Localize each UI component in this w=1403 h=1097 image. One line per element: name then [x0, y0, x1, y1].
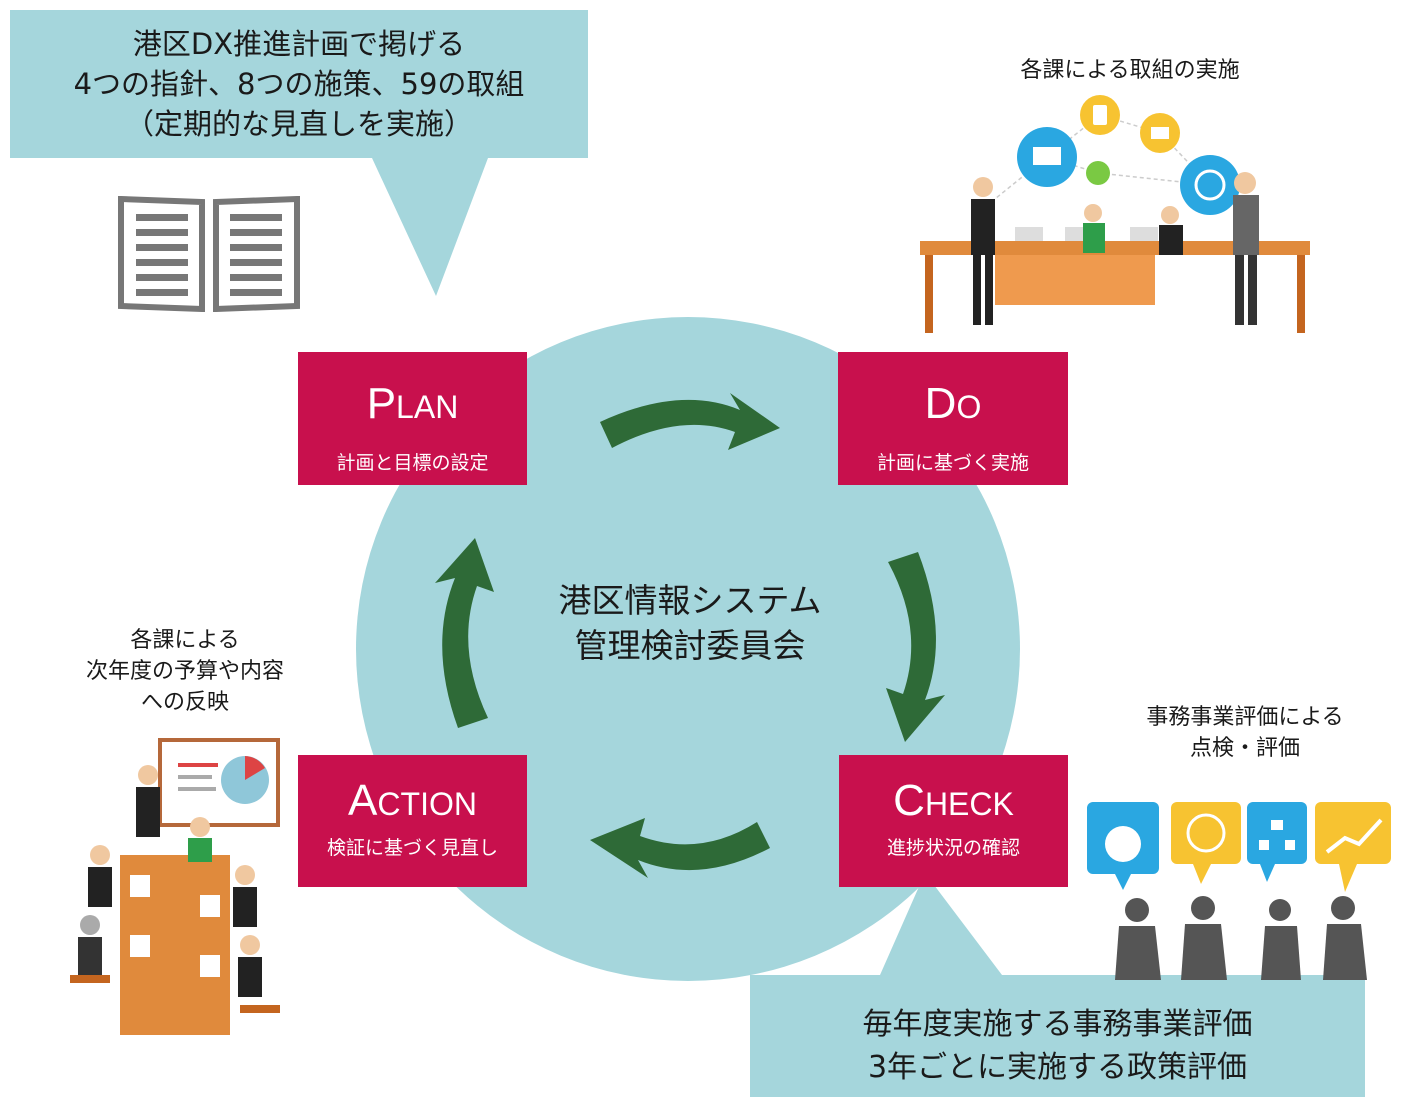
do-label: 各課による取組の実施	[1020, 58, 1240, 83]
office-meeting-illustration	[920, 95, 1310, 333]
discussion-illustration	[1087, 802, 1391, 980]
action-label: 各課による 次年度の予算や内容 への反映	[85, 628, 284, 715]
center-title: 港区情報システム 管理検討委員会	[558, 581, 822, 665]
action-box: ACTION 検証に基づく見直し	[298, 755, 527, 887]
arrow-plan-to-do	[600, 393, 780, 450]
action-heading: ACTION	[348, 776, 477, 825]
check-label: 事務事業評価による 点検・評価	[1146, 705, 1344, 761]
do-heading: DO	[924, 379, 982, 428]
plan-subtitle: 計画と目標の設定	[336, 452, 489, 474]
arrow-check-to-action	[590, 818, 770, 878]
arrow-do-to-check	[886, 552, 945, 742]
check-box: CHECK 進捗状況の確認	[839, 755, 1068, 887]
check-heading: CHECK	[893, 776, 1014, 825]
plan-box: PLAN 計画と目標の設定	[298, 352, 527, 485]
growth-chart-icon	[1315, 802, 1391, 892]
globe-icon	[1171, 802, 1241, 884]
presentation-meeting-illustration	[70, 738, 280, 1035]
arrow-action-to-plan	[435, 538, 494, 728]
action-subtitle: 検証に基づく見直し	[326, 837, 498, 859]
book-icon	[118, 196, 300, 312]
check-subtitle: 進捗状況の確認	[886, 837, 1020, 859]
plan-heading: PLAN	[366, 379, 459, 428]
plan-callout-text: 港区DX推進計画で掲げる 4つの指針、8つの施策、59の取組 （定期的な見直しを…	[73, 27, 525, 141]
yen-icon	[1087, 802, 1159, 890]
do-subtitle: 計画に基づく実施	[876, 452, 1029, 474]
check-callout-text: 毎年度実施する事務事業評価 3年ごとに実施する政策評価	[862, 1007, 1253, 1085]
do-box: DO 計画に基づく実施	[838, 352, 1068, 485]
plan-callout-bubble	[10, 10, 588, 296]
check-callout-bubble	[750, 873, 1365, 1097]
org-chart-icon	[1247, 802, 1307, 882]
